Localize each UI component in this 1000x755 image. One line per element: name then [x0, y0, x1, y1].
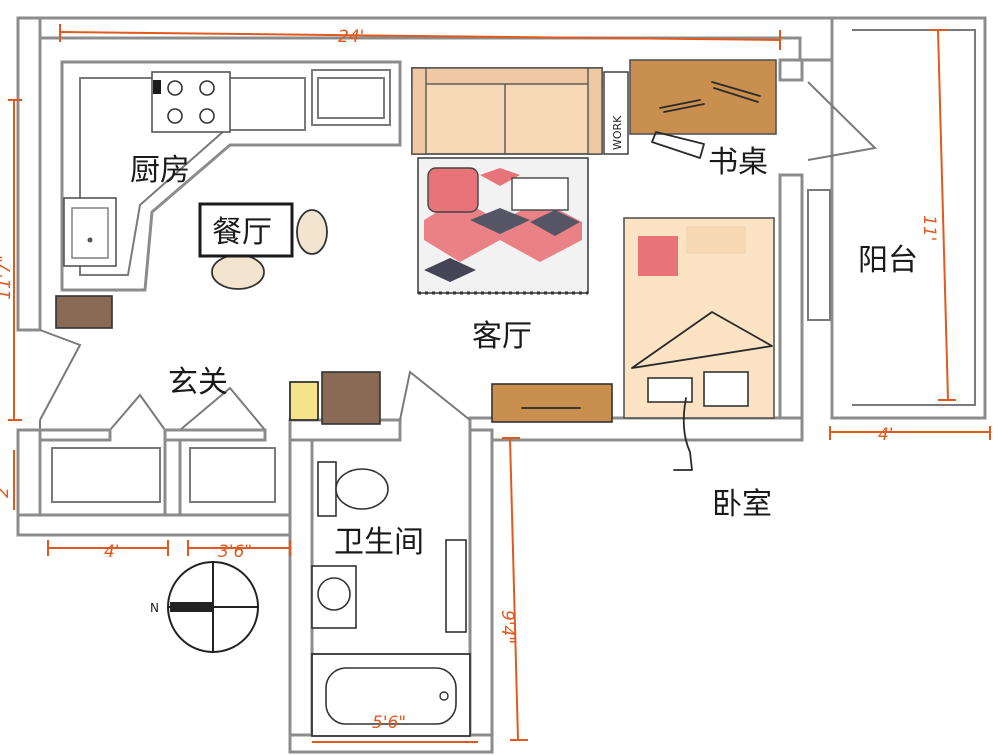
- rug: [417, 157, 589, 295]
- entry-doors: [38, 329, 276, 517]
- bed: [623, 217, 775, 471]
- kitchen-sink: [63, 197, 117, 267]
- balcony: [807, 16, 987, 420]
- bathroom-door: [399, 370, 471, 421]
- room-label-balcony: 阳台: [858, 243, 918, 278]
- dim-bath-height: 9'4": [497, 610, 517, 644]
- work-shelf: WORK: [603, 71, 629, 155]
- room-label-bathroom: 卫生间: [334, 525, 424, 560]
- room-label-entry: 玄关: [168, 365, 228, 400]
- stove: [151, 71, 231, 133]
- dim-left-height: 11'7": [0, 255, 15, 300]
- dining-table: [198, 202, 328, 290]
- compass: N: [150, 561, 259, 653]
- desk: [629, 59, 777, 159]
- work-label: WORK: [611, 115, 624, 150]
- exterior-walls: [16, 16, 834, 754]
- shoe-cabinet: [321, 371, 381, 425]
- kitchen-counter: [60, 60, 402, 292]
- toilet: [317, 461, 389, 517]
- dim-balcony-height: 11': [919, 215, 939, 241]
- compass-n-label: N: [150, 601, 159, 615]
- entry-stool: [289, 381, 319, 421]
- dim-balcony-width: 4': [878, 425, 894, 445]
- sofa: [411, 67, 603, 155]
- tv-console: [491, 383, 613, 423]
- bathtub: [311, 653, 471, 737]
- bathroom-sink: [311, 565, 357, 629]
- dim-bath-width: 5'6": [372, 713, 406, 733]
- dim-closet-depth: 2': [0, 483, 13, 499]
- room-label-bedroom: 卧室: [712, 487, 772, 522]
- room-label-study: 书桌: [708, 145, 768, 180]
- dim-closet-left-width: 4': [104, 542, 120, 562]
- dim-closet-right-width: 3'6": [218, 542, 252, 562]
- room-label-living: 客厅: [472, 319, 532, 354]
- dimension-lines: [8, 24, 991, 743]
- entry-cabinet: [55, 295, 113, 329]
- towel-rack: [445, 539, 467, 633]
- room-label-dining: 餐厅: [212, 215, 272, 250]
- room-label-kitchen: 厨房: [130, 153, 190, 188]
- dim-top-width: 24': [338, 27, 364, 47]
